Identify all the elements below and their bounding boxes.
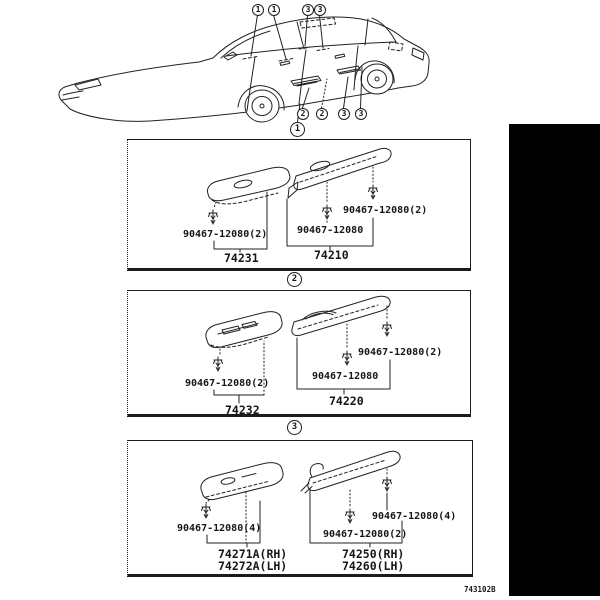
bracket-74210 bbox=[286, 198, 374, 251]
car-illustration bbox=[58, 16, 430, 123]
fastener-label: 90467-12080(4) bbox=[177, 523, 262, 534]
part-74232-drawing bbox=[205, 311, 283, 356]
callout-circle-bottom-2: 2 bbox=[316, 108, 328, 120]
part-74250-drawing bbox=[300, 450, 401, 511]
bracket-74231 bbox=[213, 191, 268, 253]
callout-circle-top-2: 1 bbox=[268, 4, 280, 16]
bracket-74232 bbox=[213, 340, 265, 404]
bracket-74250 bbox=[309, 487, 403, 548]
part-number: 74260(LH) bbox=[342, 559, 405, 573]
fastener-label: 90467-12080 bbox=[297, 225, 364, 236]
fastener-label: 90467-12080(2) bbox=[185, 378, 270, 389]
section-box-3 bbox=[127, 440, 473, 577]
part-number: 74220 bbox=[329, 394, 364, 408]
fastener-label: 90467-12080 bbox=[312, 371, 379, 382]
callout-circle-bottom-3: 3 bbox=[338, 108, 350, 120]
callout-circle-top-3: 3 bbox=[302, 4, 314, 16]
fastener-label: 90467-12080(2) bbox=[323, 529, 408, 540]
fastener-label: 90467-12080(4) bbox=[372, 511, 457, 522]
section-marker-2: 2 bbox=[287, 272, 302, 287]
callout-circle-bottom-4: 3 bbox=[355, 108, 367, 120]
part-number: 74231 bbox=[224, 251, 259, 265]
section-marker-3: 3 bbox=[287, 420, 302, 435]
figure-code: 743102B bbox=[464, 585, 496, 594]
part-number: 74250(RH) bbox=[342, 547, 405, 561]
part-number: 74271A(RH) bbox=[218, 547, 288, 561]
fastener-label: 90467-12080(2) bbox=[343, 205, 428, 216]
section-box-1 bbox=[127, 139, 471, 271]
part-number: 74232 bbox=[225, 403, 260, 417]
bracket-74220 bbox=[296, 337, 391, 395]
part-74220-drawing bbox=[291, 295, 391, 350]
part-74231-drawing bbox=[207, 166, 291, 209]
callout-circle-top-4: 3 bbox=[314, 4, 326, 16]
part-74210-drawing bbox=[287, 147, 392, 225]
section-box-2 bbox=[127, 290, 471, 417]
part-number: 74272A(LH) bbox=[218, 559, 288, 573]
fastener-label: 90467-12080(2) bbox=[183, 229, 268, 240]
bracket-74271a bbox=[206, 491, 261, 548]
fastener-label: 90467-12080(2) bbox=[358, 347, 443, 358]
callout-leader-lines bbox=[250, 14, 363, 123]
callout-circle-top-1: 1 bbox=[252, 4, 264, 16]
part-74271a-drawing bbox=[200, 462, 284, 504]
section-marker-1: 1 bbox=[290, 122, 305, 137]
part-number: 74210 bbox=[314, 248, 349, 262]
scan-artifact-black-region bbox=[509, 124, 600, 596]
callout-circle-bottom-1: 2 bbox=[297, 108, 309, 120]
